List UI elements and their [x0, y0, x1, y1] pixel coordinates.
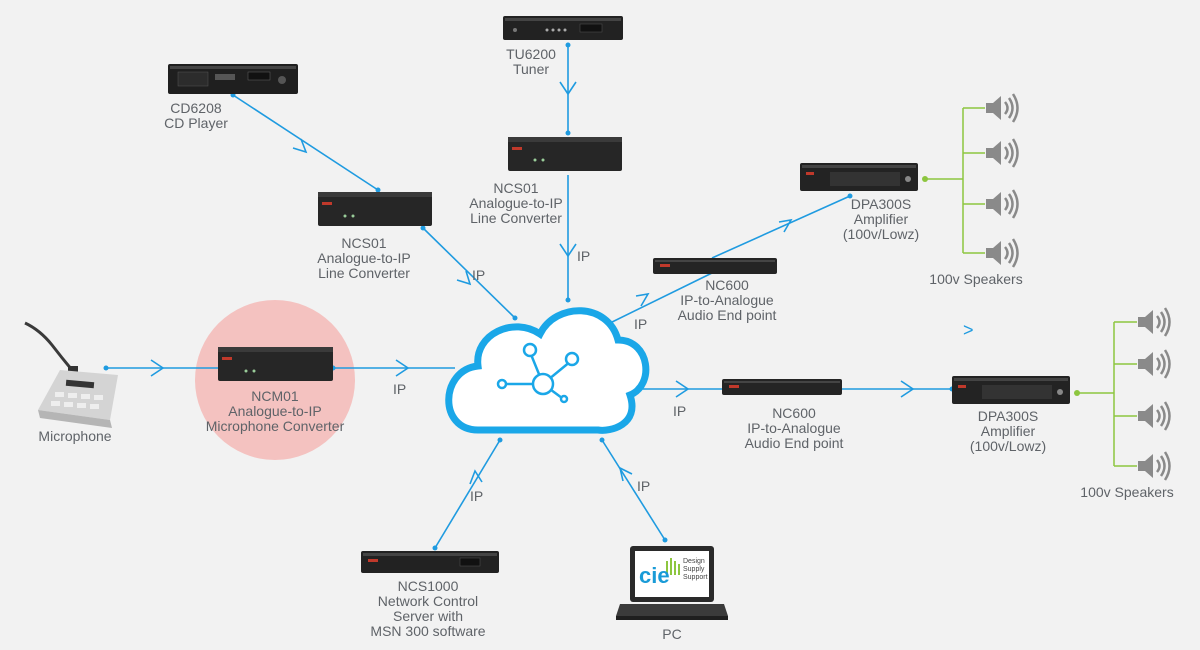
ncs01-top-device: [508, 137, 622, 171]
connection-lines: [106, 45, 952, 549]
ip-label-pc: IP: [637, 478, 651, 494]
ncm01-device: [218, 347, 333, 381]
wan-cloud: [445, 307, 650, 434]
speaker-junction-lower: [1074, 390, 1080, 396]
pc-laptop: [616, 546, 728, 620]
nc600-lower-device: [722, 379, 842, 395]
cie-tagline: Design Supply Support: [683, 558, 708, 581]
ip-label-ncs01-top: IP: [577, 248, 591, 264]
speakers-upper-label: 100v Speakers: [929, 271, 1023, 287]
speaker-upper-3: [984, 188, 1019, 220]
wan-label: WAN: [525, 407, 561, 424]
speaker-upper-2: [984, 137, 1019, 169]
network-hub-icon: [496, 342, 580, 404]
speaker-lower-2: [1136, 348, 1171, 380]
pc-label: PC: [662, 626, 682, 642]
dpa300s-lower-device: [952, 376, 1070, 404]
speakers-lower-label: 100v Speakers: [1080, 484, 1174, 500]
ncs01-left-device: [318, 192, 432, 226]
speaker-junction-upper: [922, 176, 928, 182]
ip-label-nc600-upper: IP: [634, 316, 648, 332]
cie-logo: cie: [639, 563, 670, 588]
ip-label-ncs01-left: IP: [472, 267, 486, 283]
link-wan-nc600-upper: [605, 272, 713, 326]
tu6200-device: [503, 16, 623, 40]
ip-label-ncs1000: IP: [470, 488, 484, 504]
link-nc600-dpa300s-upper: [711, 195, 851, 259]
link-wan-ncs1000: [434, 439, 501, 549]
dpa300s-upper-device: [800, 163, 918, 191]
arrow-chevrons: [150, 81, 915, 485]
nc600-upper-device: [653, 258, 777, 274]
microphone-device: [24, 321, 118, 428]
speaker-lines-lower: [1077, 321, 1137, 467]
speaker-upper-1: [984, 92, 1019, 124]
ip-label-nc600-lower: IP: [673, 403, 687, 419]
speaker-lines-upper: [925, 107, 985, 254]
cd6208-device: [168, 64, 298, 94]
speaker-upper-4: [984, 237, 1019, 269]
speaker-lower-4: [1136, 450, 1171, 482]
speaker-lower-1: [1136, 306, 1171, 338]
stray-chevron: >: [963, 320, 974, 340]
ncs1000-device: [361, 551, 499, 573]
ip-label-ncm01: IP: [393, 381, 407, 397]
endpoint-dots: [103, 42, 955, 551]
link-ncs01-left-wan: [422, 227, 516, 319]
link-cd6208-ncs01: [232, 94, 379, 191]
speaker-lower-3: [1136, 400, 1171, 432]
link-wan-pc: [601, 439, 666, 541]
microphone-label: Microphone: [38, 428, 112, 444]
